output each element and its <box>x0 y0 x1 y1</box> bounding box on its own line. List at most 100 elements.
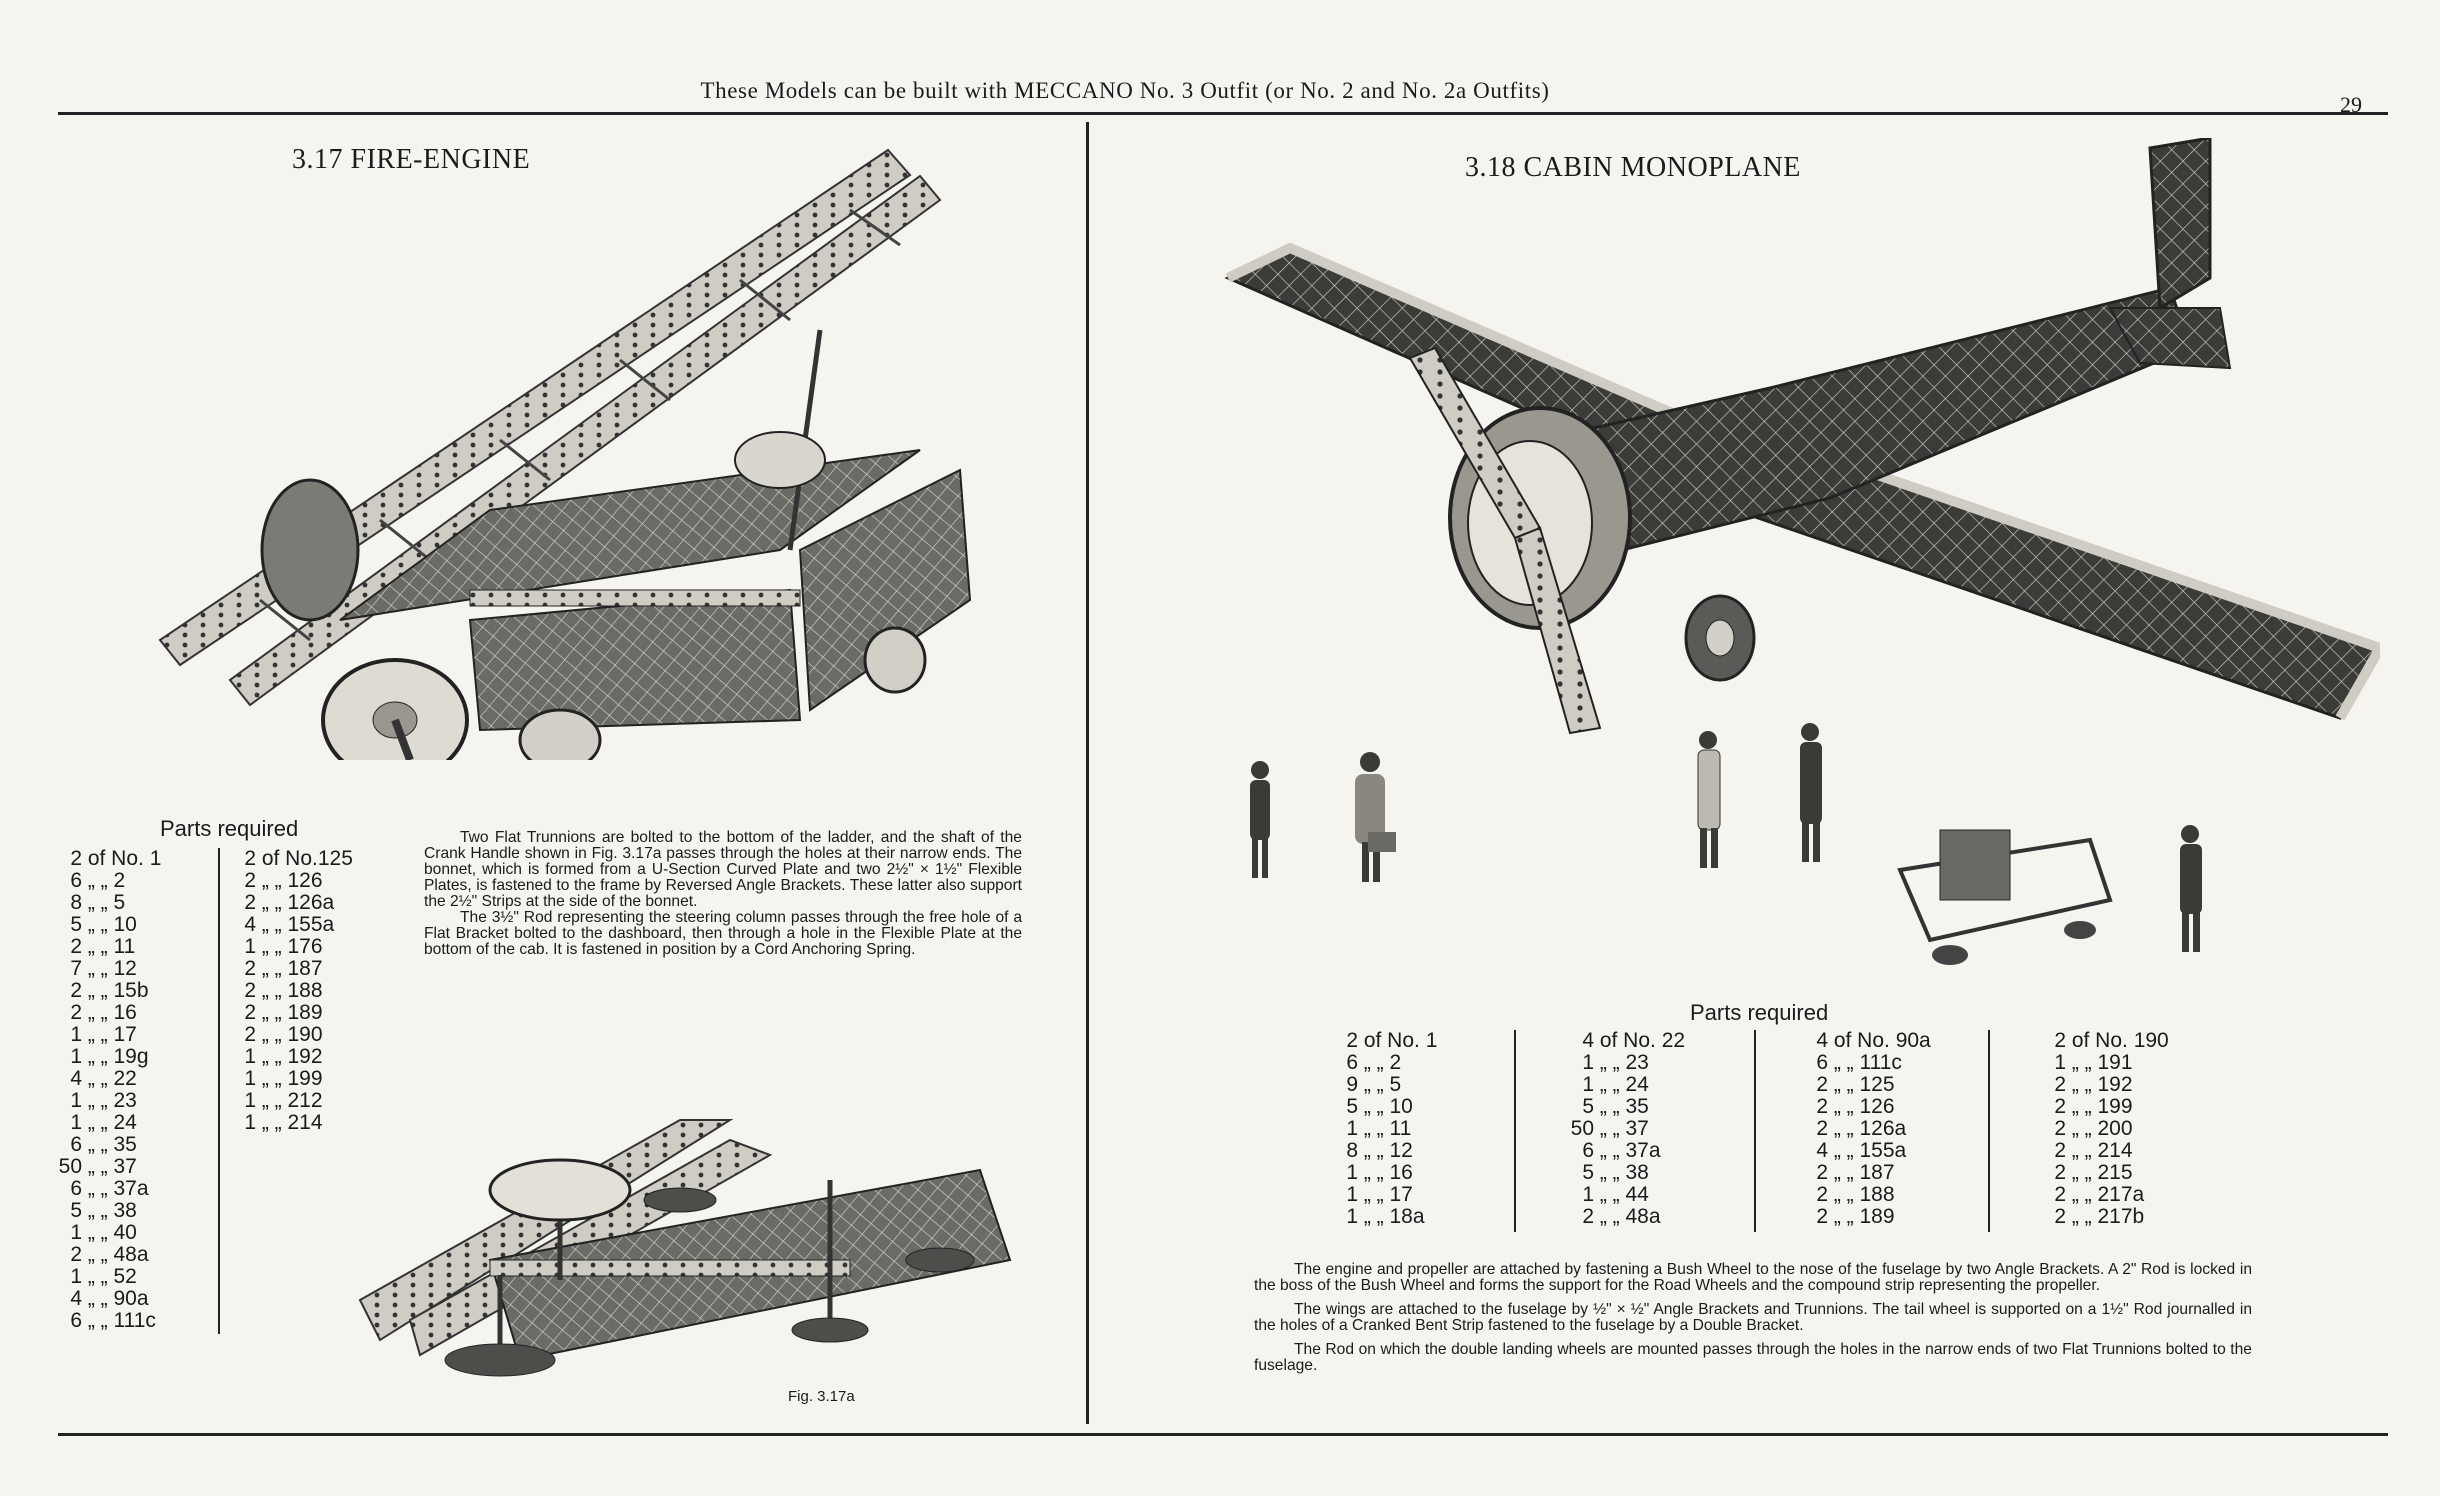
part-quantity: 5 <box>1346 1095 1358 1118</box>
parts-row: 1 „ „ 17 <box>1332 1184 1492 1206</box>
part-quantity: 2 <box>2054 1139 2066 1162</box>
part-number: „ „ 126a <box>1828 1117 1907 1140</box>
part-quantity: 5 <box>70 913 82 936</box>
part-quantity: 2 <box>1816 1095 1828 1118</box>
part-quantity: 1 <box>70 1111 82 1134</box>
part-number: „ „ 214 <box>2066 1139 2133 1162</box>
parts-row: 2 „ „ 126a <box>1802 1118 1972 1140</box>
parts-row: 4 „ „ 90a <box>56 1288 216 1310</box>
part-quantity: 6 <box>70 1177 82 1200</box>
parts-row: 2 „ „ 190 <box>230 1024 390 1046</box>
parts-row: 4 of No. 90a <box>1802 1030 1972 1052</box>
part-quantity: 4 <box>1816 1139 1828 1162</box>
part-number: „ „ 111c <box>82 1309 156 1332</box>
part-quantity: 50 <box>58 1155 82 1178</box>
parts-row: 2 of No.125 <box>230 848 390 870</box>
parts-row: 1 „ „ 212 <box>230 1090 390 1112</box>
parts-row: 6 „ „ 35 <box>56 1134 216 1156</box>
part-quantity: 1 <box>70 1045 82 1068</box>
part-quantity: 9 <box>1346 1073 1358 1096</box>
part-number: „ „ 126 <box>256 869 323 892</box>
part-number: „ „ 2 <box>82 869 126 892</box>
part-number: „ „ 126 <box>1828 1095 1895 1118</box>
parts-row: 6 „ „ 111c <box>1802 1052 1972 1074</box>
part-number: „ „ 125 <box>1828 1073 1895 1096</box>
part-quantity: 1 <box>70 1023 82 1046</box>
parts-row: 2 „ „ 11 <box>56 936 216 958</box>
parts-row: 2 „ „ 189 <box>230 1002 390 1024</box>
part-quantity: 1 <box>1582 1183 1594 1206</box>
part-number: „ „ 35 <box>82 1133 137 1156</box>
parts-row: 1 „ „ 23 <box>56 1090 216 1112</box>
part-quantity: 2 <box>2054 1161 2066 1184</box>
part-number: „ „ 192 <box>256 1045 323 1068</box>
cabin-monoplane-illustration <box>1224 138 2380 735</box>
fire-engine-title: 3.17 FIRE-ENGINE <box>292 144 531 175</box>
part-quantity: 4 <box>1582 1029 1594 1052</box>
part-number: „ „ 176 <box>256 935 323 958</box>
parts-row: 1 „ „ 214 <box>230 1112 390 1134</box>
part-quantity: 1 <box>244 1111 256 1134</box>
parts-row: 5 „ „ 10 <box>56 914 216 936</box>
part-number: „ „ 19g <box>82 1045 149 1068</box>
part-quantity: 2 <box>244 979 256 1002</box>
luggage-trolley <box>1897 825 2202 965</box>
part-number: „ „ 111c <box>1828 1051 1902 1074</box>
parts-row: 2 „ „ 187 <box>1802 1162 1972 1184</box>
part-quantity: 1 <box>1582 1073 1594 1096</box>
part-number: „ „ 22 <box>82 1067 137 1090</box>
part-quantity: 6 <box>70 869 82 892</box>
parts-row: 4 „ „ 22 <box>56 1068 216 1090</box>
parts-row: 2 „ „ 126 <box>230 870 390 892</box>
fire-engine-parts-rule <box>218 848 220 1334</box>
part-quantity: 1 <box>1346 1205 1358 1228</box>
part-quantity: 1 <box>70 1265 82 1288</box>
parts-row: 4 of No. 22 <box>1568 1030 1728 1052</box>
monoplane-parts-heading: Parts required <box>1690 1000 1829 1025</box>
part-quantity: 2 <box>1816 1117 1828 1140</box>
part-number: „ „ 15b <box>82 979 149 1002</box>
parts-row: 50 „ „ 37 <box>56 1156 216 1178</box>
parts-row: 5 „ „ 38 <box>1568 1162 1728 1184</box>
parts-row: 1 „ „ 199 <box>230 1068 390 1090</box>
footer-rule <box>58 1433 2388 1436</box>
parts-row: 1 „ „ 24 <box>1568 1074 1728 1096</box>
part-number: „ „ 23 <box>82 1089 137 1112</box>
description-paragraph: The 3½" Rod representing the steering co… <box>424 909 1022 958</box>
parts-row: 6 „ „ 37a <box>56 1178 216 1200</box>
part-number: „ „ 37a <box>1594 1139 1661 1162</box>
fire-engine-underside-illustration <box>358 1119 1012 1377</box>
parts-row: 6 „ „ 2 <box>1332 1052 1492 1074</box>
part-quantity: 4 <box>244 913 256 936</box>
part-quantity: 2 <box>2054 1183 2066 1206</box>
parts-row: 2 „ „ 192 <box>2040 1074 2210 1096</box>
parts-row: 2 „ „ 125 <box>1802 1074 1972 1096</box>
part-number: „ „ 10 <box>82 913 137 936</box>
part-number: „ „ 38 <box>1594 1161 1649 1184</box>
parts-row: 1 „ „ 18a <box>1332 1206 1492 1228</box>
monoplane-parts-rule-2 <box>1754 1030 1756 1232</box>
parts-row: 2 „ „ 48a <box>1568 1206 1728 1228</box>
part-number: of No. 90a <box>1828 1029 1931 1052</box>
part-quantity: 2 <box>70 1243 82 1266</box>
part-number: „ „ 24 <box>1594 1073 1649 1096</box>
passenger-figures <box>1250 723 1822 882</box>
part-quantity: 2 <box>1346 1029 1358 1052</box>
part-number: „ „ 212 <box>256 1089 323 1112</box>
parts-row: 1 „ „ 52 <box>56 1266 216 1288</box>
parts-row: 4 „ „ 155a <box>230 914 390 936</box>
part-quantity: 1 <box>244 935 256 958</box>
part-number: „ „ 5 <box>82 891 126 914</box>
part-number: „ „ 190 <box>256 1023 323 1046</box>
part-quantity: 8 <box>1346 1139 1358 1162</box>
parts-row: 8 „ „ 12 <box>1332 1140 1492 1162</box>
part-number: „ „ 126a <box>256 891 335 914</box>
part-quantity: 2 <box>70 979 82 1002</box>
fire-engine-parts-heading: Parts required <box>160 816 299 841</box>
parts-row: 1 „ „ 192 <box>230 1046 390 1068</box>
part-number: „ „ 214 <box>256 1111 323 1134</box>
part-quantity: 5 <box>1582 1161 1594 1184</box>
part-quantity: 6 <box>1582 1139 1594 1162</box>
parts-row: 2 „ „ 189 <box>1802 1206 1972 1228</box>
